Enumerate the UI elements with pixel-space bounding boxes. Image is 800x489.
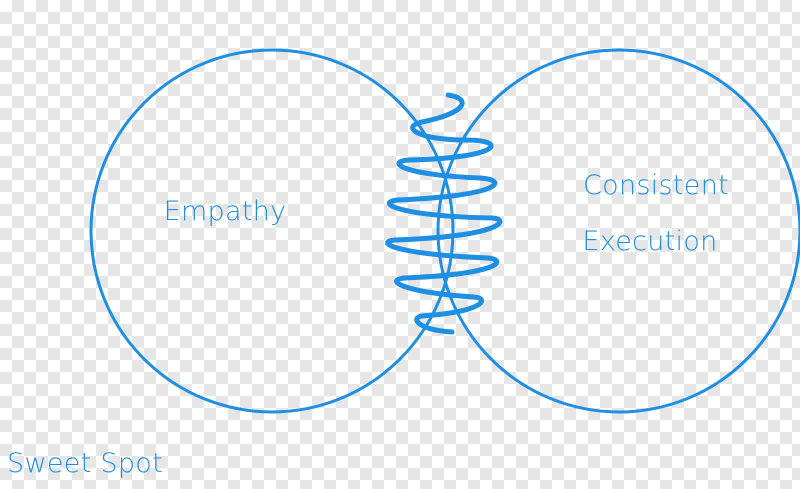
- consistent-label: Consistent: [583, 170, 729, 201]
- consistent-execution-circle: [436, 48, 800, 414]
- sweet-spot-caption: Sweet Spot: [7, 448, 163, 479]
- sweet-spot-scribble: [385, 92, 503, 335]
- empathy-circle: [89, 48, 455, 414]
- execution-label: Execution: [582, 226, 717, 257]
- empathy-label: Empathy: [164, 196, 287, 227]
